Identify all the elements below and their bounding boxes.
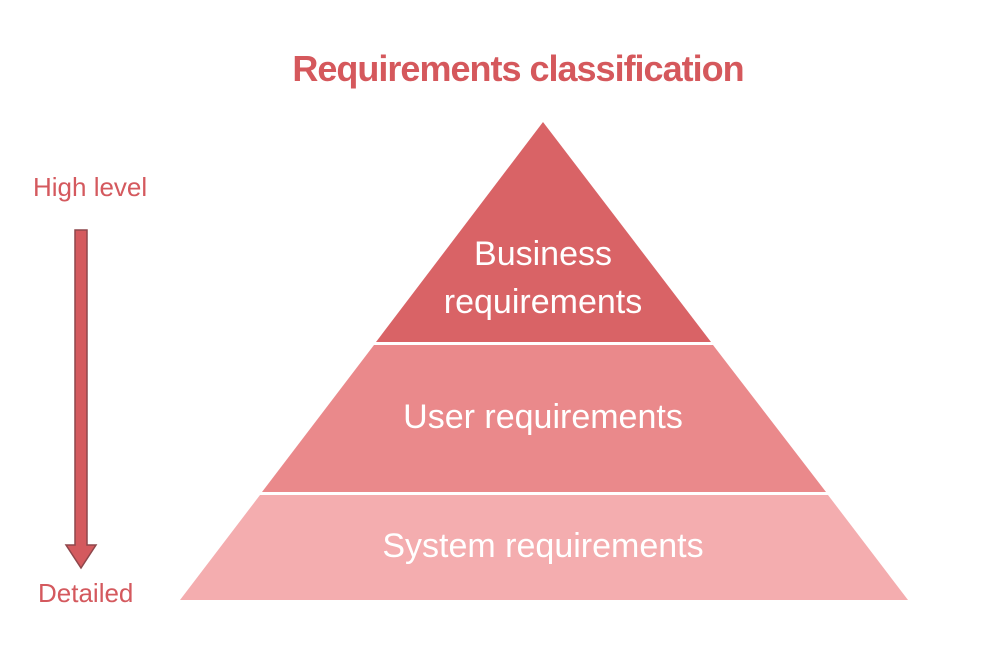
- tier-label-business-line2: requirements: [444, 283, 642, 321]
- tier-label-user: User requirements: [403, 398, 683, 436]
- down-arrow-icon: [64, 229, 98, 570]
- pyramid-tier-system: [180, 495, 908, 600]
- tier-label-business-line1: Business: [474, 235, 612, 273]
- diagram-title: Requirements classification: [292, 48, 744, 89]
- axis-label-high-level: High level: [33, 172, 148, 202]
- pyramid-tier-business: [376, 122, 711, 342]
- pyramid-tier-user: [262, 345, 826, 492]
- axis-label-detailed: Detailed: [38, 578, 134, 608]
- tier-label-system: System requirements: [382, 527, 703, 565]
